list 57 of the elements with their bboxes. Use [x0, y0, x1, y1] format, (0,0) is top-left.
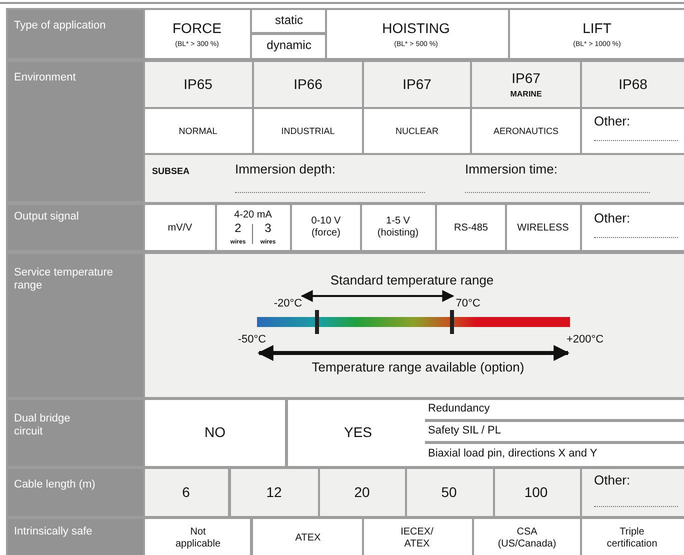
option-label: 70°C: [456, 298, 480, 310]
row-header: Intrinsically safe: [14, 526, 92, 538]
option-label: Immersion depth:: [235, 162, 336, 178]
option-label: 1-5 V (hoisting): [376, 216, 420, 238]
option-label: NORMAL: [178, 126, 218, 136]
option-label: ATEX: [295, 532, 321, 544]
option-label: CSA (US/Canada): [496, 526, 558, 550]
option-label: Biaxial load pin, directions X and Y: [428, 448, 598, 460]
option-label: Redundancy: [428, 402, 490, 416]
option-label: static: [275, 14, 303, 28]
option-label: NUCLEAR: [396, 126, 438, 136]
option-label: AERONAUTICS: [494, 126, 558, 136]
option-label: Safety SIL / PL: [428, 424, 501, 438]
option-label: 6: [182, 484, 190, 500]
option-label: -20°C: [274, 298, 302, 310]
option-label: Temperature range available (option): [312, 360, 524, 376]
row-header: Output signal: [14, 210, 79, 224]
option-label: Triple certification: [606, 526, 658, 550]
option-label: 3: [264, 222, 272, 236]
option-label: 12: [266, 484, 282, 500]
option-label: IP68: [618, 76, 648, 92]
note-text: MARINE: [510, 89, 542, 99]
option-label: dynamic: [266, 39, 312, 53]
option-label: Other:: [594, 474, 630, 488]
option-label: SUBSEA: [152, 166, 190, 176]
option-label: Immersion time:: [465, 162, 558, 178]
option-label: WIRELESS: [517, 222, 569, 234]
option-label: 4-20 mA: [234, 209, 272, 221]
option-label: 100: [524, 484, 548, 500]
option-label: HOISTING: [382, 20, 450, 36]
option-label: INDUSTRIAL: [281, 126, 335, 136]
option-label: Other:: [594, 114, 630, 130]
option-label: IP67: [512, 70, 540, 86]
option-label: 0-10 V (force): [310, 216, 342, 238]
row-header: Dual bridge circuit: [14, 412, 72, 438]
option-label: 2: [234, 222, 242, 236]
row-header: Cable length (m): [14, 478, 96, 492]
row-header: Service temperature range: [14, 266, 114, 292]
option-label: IP66: [294, 76, 322, 92]
option-label: mV/V: [168, 222, 192, 234]
option-label: 50: [441, 484, 457, 500]
option-label: IP67: [402, 76, 432, 92]
option-label: IECEX/ ATEX: [400, 526, 434, 550]
option-label: RS-485: [454, 222, 488, 234]
option-label: YES: [344, 424, 372, 440]
option-label: IP65: [184, 76, 212, 92]
row-header: Type of application: [14, 20, 106, 32]
option-label: -50°C: [238, 334, 266, 346]
option-label: Other:: [594, 212, 630, 226]
option-label: +200°C: [566, 334, 604, 346]
option-label: NO: [204, 424, 226, 440]
option-label: 20: [354, 484, 370, 500]
row-header: Environment: [14, 72, 76, 84]
option-label: FORCE: [172, 20, 222, 36]
option-label: LIFT: [582, 20, 612, 36]
option-label: Standard temperature range: [330, 274, 494, 288]
option-label: Not applicable: [174, 526, 222, 550]
